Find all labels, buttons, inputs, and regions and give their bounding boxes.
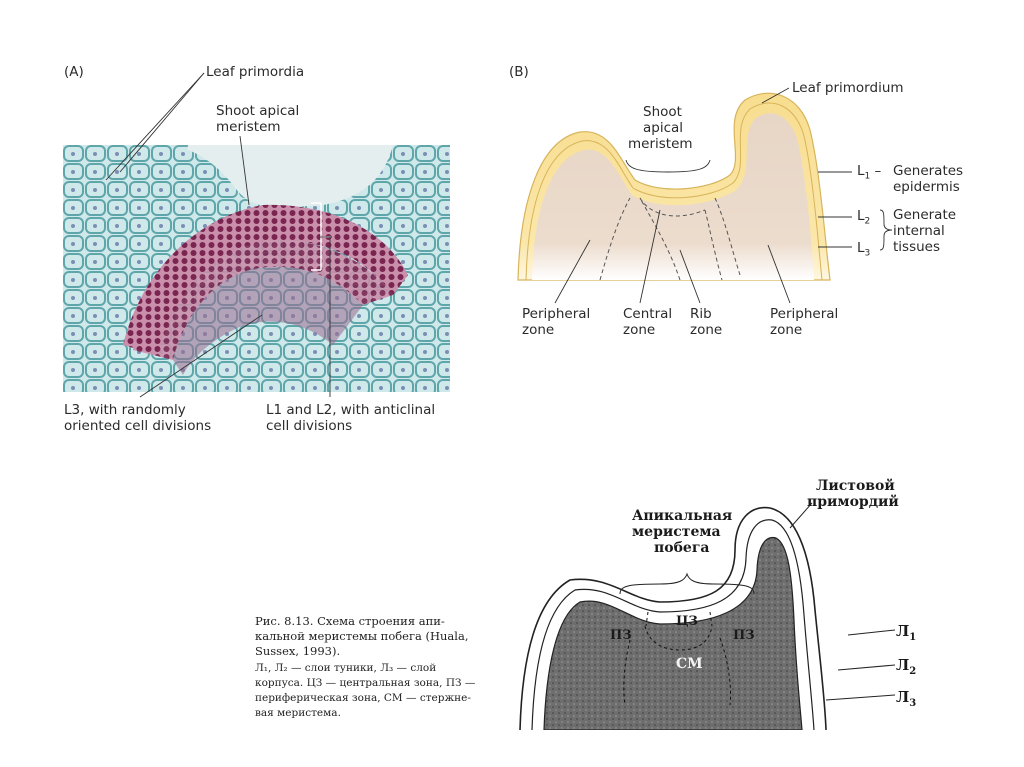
l3-label-line1: L3, with randomly	[64, 402, 186, 418]
l3-label-line2: oriented cell divisions	[64, 418, 211, 434]
c-leaf-line2: примордий	[807, 494, 899, 510]
l23-desc-line1: Generate	[893, 207, 956, 223]
l12-label-line2: cell divisions	[266, 418, 352, 434]
leaf-primordium-label: Leaf primordium	[792, 80, 904, 96]
b-sam-line1: Shoot	[643, 104, 682, 120]
peripheral-zone-right-line1: Peripheral	[770, 306, 838, 322]
rib-zone-line1: Rib	[690, 306, 712, 322]
l1-desc-line2: epidermis	[893, 179, 960, 195]
c-pz-right: ПЗ	[733, 628, 755, 643]
l2-label: L2	[857, 208, 870, 230]
central-zone-line2: zone	[623, 322, 655, 338]
b-sam-line3: meristem	[628, 136, 693, 152]
l1-desc-line1: Generates	[893, 163, 963, 179]
l12-label-line1: L1 and L2, with anticlinal	[266, 402, 435, 418]
c-sam-line2: меристема	[632, 524, 721, 540]
peripheral-zone-left-line2: zone	[522, 322, 554, 338]
central-zone-line1: Central	[623, 306, 672, 322]
panel-b-leader-lines	[0, 0, 1024, 400]
panel-c-leader-lines	[0, 480, 1024, 740]
c-pz-left: ПЗ	[610, 628, 632, 643]
l3-label: L3	[857, 240, 870, 262]
c-l2: Л2	[896, 656, 916, 677]
c-cz: ЦЗ	[676, 614, 698, 629]
b-sam-line2: apical	[643, 120, 683, 136]
c-l1: Л1	[896, 622, 916, 643]
c-sam-line1: Апикальная	[632, 508, 732, 524]
peripheral-zone-left-line1: Peripheral	[522, 306, 590, 322]
l23-desc-line3: tissues	[893, 239, 940, 255]
c-sm: СМ	[676, 656, 703, 672]
l1-label: L1 –	[857, 163, 881, 185]
c-leaf-line1: Листовой	[816, 478, 895, 494]
rib-zone-line2: zone	[690, 322, 722, 338]
peripheral-zone-right-line2: zone	[770, 322, 802, 338]
c-sam-line3: побега	[654, 540, 709, 556]
l23-desc-line2: internal	[893, 223, 945, 239]
c-l3: Л3	[896, 688, 916, 709]
